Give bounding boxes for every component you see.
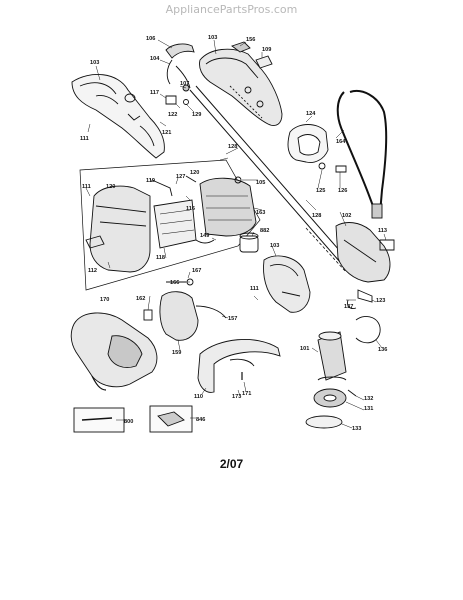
cutting-guard xyxy=(197,339,281,393)
part-label: 111 xyxy=(82,184,91,190)
upper-handle-assembly xyxy=(165,41,283,126)
part-label: 137 xyxy=(344,304,353,310)
battery-case xyxy=(70,312,158,391)
part-label: 128 xyxy=(228,144,237,150)
part-label: 103 xyxy=(208,35,217,41)
part-label: 166 xyxy=(170,280,179,286)
part-label: 124 xyxy=(306,111,316,117)
part-label: 118 xyxy=(156,255,165,261)
part-label: 112 xyxy=(88,268,97,274)
revision-date: 2/07 xyxy=(219,457,244,471)
part-label: 128 xyxy=(312,213,321,219)
site-watermark: AppliancePartsPros.com xyxy=(165,3,298,16)
leader-lines xyxy=(85,39,387,429)
part-label: 101 xyxy=(300,346,309,352)
part-label: 122 xyxy=(168,112,177,118)
kit-items xyxy=(73,405,193,433)
part-label: 162 xyxy=(136,296,145,302)
charger-assembly xyxy=(143,278,227,341)
lower-housing-parts xyxy=(239,232,311,313)
part-label: 125 xyxy=(316,188,325,194)
part-label: 129 xyxy=(192,112,201,118)
part-label: 127 xyxy=(176,174,185,180)
part-label: 882 xyxy=(260,228,269,234)
part-label: 119 xyxy=(146,178,155,184)
handle-housing-left xyxy=(71,74,165,159)
part-label: 156 xyxy=(246,37,255,43)
part-label: 104 xyxy=(150,56,160,62)
part-label: 131 xyxy=(364,406,373,412)
part-label: 105 xyxy=(256,180,265,186)
part-label: 113 xyxy=(378,228,387,234)
part-label: 136 xyxy=(378,347,387,353)
part-label: 103 xyxy=(270,243,279,249)
part-label: 121 xyxy=(162,130,171,136)
part-label: 157 xyxy=(228,316,237,322)
part-label: 170 xyxy=(100,297,109,303)
part-label: 164 xyxy=(336,139,346,145)
part-label: 163 xyxy=(256,210,265,216)
motor-and-spool xyxy=(305,316,381,429)
part-label: 120 xyxy=(190,170,199,176)
part-label: 120 xyxy=(106,184,115,190)
part-label: 800 xyxy=(124,419,133,425)
part-label: 173 xyxy=(232,394,241,400)
part-label: 846 xyxy=(196,417,205,423)
part-label: 149 xyxy=(200,233,209,239)
shaft-tube xyxy=(189,85,347,273)
part-label: 171 xyxy=(242,391,251,397)
part-label: 103 xyxy=(90,60,99,66)
part-label: 109 xyxy=(262,47,271,53)
part-label: 106 xyxy=(146,36,155,42)
part-label: 116 xyxy=(186,206,195,212)
part-label: 133 xyxy=(352,426,361,432)
part-label: 102 xyxy=(342,213,351,219)
part-label: 123 xyxy=(376,298,385,304)
part-label: 111 xyxy=(250,286,259,292)
part-label: 111 xyxy=(80,136,89,142)
part-label: 132 xyxy=(364,396,373,402)
shoulder-strap xyxy=(336,90,388,219)
part-label: 107 xyxy=(180,81,189,87)
part-label: 117 xyxy=(150,90,159,96)
part-label: 126 xyxy=(338,188,347,194)
auxiliary-handle xyxy=(287,124,347,173)
motor-housing-right xyxy=(335,222,395,309)
part-labels: 106 103 156 103 104 109 107 117 122 129 … xyxy=(80,35,387,432)
part-label: 159 xyxy=(172,350,181,356)
battery-pack-assembly xyxy=(79,159,261,291)
part-label: 110 xyxy=(194,394,203,400)
part-label: 167 xyxy=(192,268,201,274)
